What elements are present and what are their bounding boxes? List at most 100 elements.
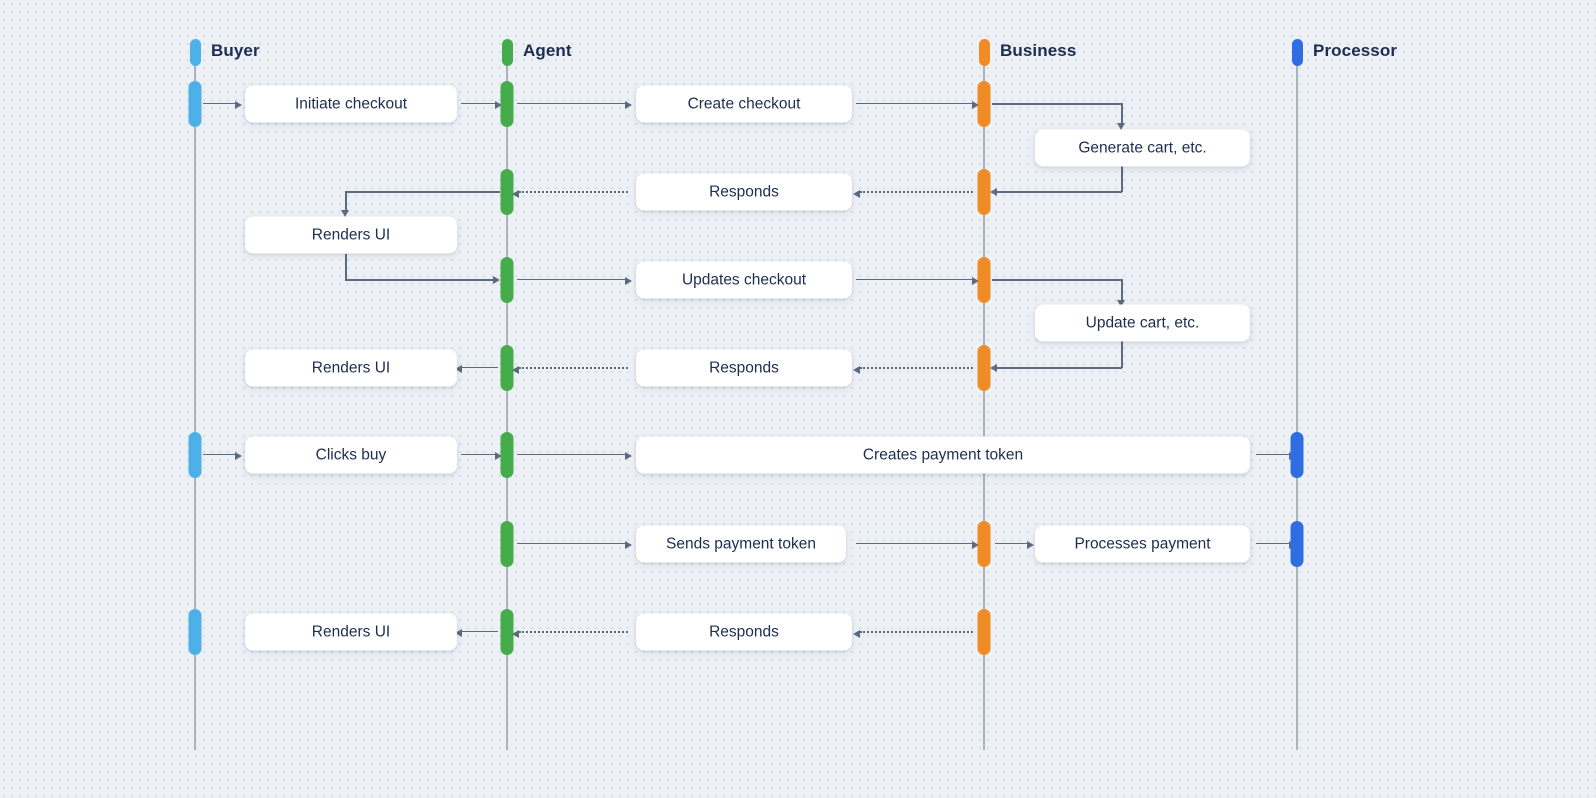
elbow-horizontal-line bbox=[345, 279, 493, 281]
message-renders-ui-3: Renders UI bbox=[245, 613, 457, 651]
arrowhead-down-icon bbox=[341, 210, 349, 217]
activation-agent-row3 bbox=[500, 257, 514, 303]
arrow-responds3-to-agent bbox=[512, 630, 628, 638]
arrowhead-right-icon bbox=[235, 452, 242, 460]
arrow-buyer-to-initiate-checkout bbox=[203, 101, 242, 109]
activation-business-row4 bbox=[977, 345, 991, 391]
activation-buyer-row7 bbox=[188, 609, 202, 655]
arrowhead-down-icon bbox=[1117, 300, 1125, 307]
activation-buyer-row5 bbox=[188, 432, 202, 478]
arrowhead-left-icon bbox=[990, 188, 997, 196]
arrow-creates-token-to-processor bbox=[1256, 452, 1296, 460]
arrow-initiate-checkout-to-agent bbox=[461, 101, 502, 109]
message-creates-payment-token: Creates payment token bbox=[636, 436, 1250, 474]
arrowhead-left-icon bbox=[512, 630, 519, 638]
message-generate-cart: Generate cart, etc. bbox=[1035, 129, 1250, 167]
arrow-agent-to-creates-token bbox=[517, 452, 632, 460]
arrowhead-right-icon bbox=[972, 541, 979, 549]
elbow-horizontal-line bbox=[992, 279, 1123, 281]
arrowhead-right-icon bbox=[625, 452, 632, 460]
arrow-agent-to-updates-checkout bbox=[517, 277, 632, 285]
message-clicks-buy: Clicks buy bbox=[245, 436, 457, 474]
activation-processor-row5 bbox=[1290, 432, 1304, 478]
arrowhead-left-icon bbox=[990, 364, 997, 372]
lifeline-business bbox=[983, 52, 985, 750]
arrow-processes-payment-to-processor bbox=[1256, 541, 1296, 549]
arrow-buyer-to-clicks-buy bbox=[203, 452, 242, 460]
arrowhead-left-icon bbox=[455, 629, 462, 637]
activation-business-row7 bbox=[977, 609, 991, 655]
message-responds-1: Responds bbox=[636, 173, 852, 211]
arrow-agent-to-sends-token bbox=[517, 541, 632, 549]
arrowhead-right-icon bbox=[235, 101, 242, 109]
arrow-agent-to-renders-ui-2 bbox=[455, 365, 498, 373]
activation-agent-row5 bbox=[500, 432, 514, 478]
arrowhead-down-icon bbox=[1117, 123, 1125, 130]
arrowhead-left-icon bbox=[512, 366, 519, 374]
elbow-vertical-line bbox=[1121, 166, 1123, 192]
activation-processor-row6 bbox=[1290, 521, 1304, 567]
elbow-horizontal-line bbox=[345, 191, 500, 193]
arrow-agent-to-create-checkout bbox=[517, 101, 632, 109]
lifeline-agent bbox=[506, 52, 508, 750]
arrow-business-responds-to-box bbox=[853, 190, 973, 198]
activation-agent-row1 bbox=[500, 81, 514, 127]
activation-business-row2 bbox=[977, 169, 991, 215]
arrowhead-right-icon bbox=[493, 276, 500, 284]
arrow-business-responds3-to-box bbox=[853, 630, 973, 638]
elbow-vertical-line bbox=[1121, 103, 1123, 124]
arrow-updates-checkout-to-business bbox=[856, 277, 979, 285]
arrowhead-left-icon bbox=[853, 630, 860, 638]
arrowhead-right-icon bbox=[625, 277, 632, 285]
lifeline-processor bbox=[1296, 52, 1298, 750]
activation-business-row1 bbox=[977, 81, 991, 127]
arrow-business-to-processes-payment bbox=[995, 541, 1034, 549]
arrow-responds2-to-agent bbox=[512, 366, 628, 374]
activation-business-row6 bbox=[977, 521, 991, 567]
actor-pill-business bbox=[979, 39, 990, 66]
actor-label-business: Business bbox=[1000, 41, 1077, 61]
actor-pill-agent bbox=[502, 39, 513, 66]
elbow-vertical-line bbox=[1121, 341, 1123, 368]
arrow-sends-token-to-business bbox=[856, 541, 979, 549]
message-responds-2: Responds bbox=[636, 349, 852, 387]
arrowhead-left-icon bbox=[455, 365, 462, 373]
activation-agent-row6 bbox=[500, 521, 514, 567]
arrowhead-right-icon bbox=[972, 277, 979, 285]
message-responds-3: Responds bbox=[636, 613, 852, 651]
message-sends-payment-token: Sends payment token bbox=[636, 525, 846, 563]
message-processes-payment: Processes payment bbox=[1035, 525, 1250, 563]
arrowhead-right-icon bbox=[972, 101, 979, 109]
arrow-agent-to-renders-ui-3 bbox=[455, 629, 498, 637]
arrowhead-right-icon bbox=[1027, 541, 1034, 549]
arrow-responds-to-agent bbox=[512, 190, 628, 198]
arrow-create-checkout-to-business bbox=[856, 101, 979, 109]
elbow-vertical-line bbox=[345, 254, 347, 280]
message-update-cart: Update cart, etc. bbox=[1035, 304, 1250, 342]
elbow-horizontal-line bbox=[992, 103, 1123, 105]
activation-agent-row7 bbox=[500, 609, 514, 655]
activation-business-row3 bbox=[977, 257, 991, 303]
actor-pill-buyer bbox=[190, 39, 201, 66]
activation-buyer-row1 bbox=[188, 81, 202, 127]
message-renders-ui-1: Renders UI bbox=[245, 216, 457, 254]
arrow-business-responds2-to-box bbox=[853, 366, 973, 374]
actor-label-buyer: Buyer bbox=[211, 41, 260, 61]
message-updates-checkout: Updates checkout bbox=[636, 261, 852, 299]
elbow-horizontal-line bbox=[997, 191, 1122, 193]
message-initiate-checkout: Initiate checkout bbox=[245, 85, 457, 123]
arrowhead-left-icon bbox=[512, 190, 519, 198]
arrowhead-right-icon bbox=[495, 452, 502, 460]
arrowhead-left-icon bbox=[853, 190, 860, 198]
actor-label-agent: Agent bbox=[523, 41, 572, 61]
arrowhead-right-icon bbox=[495, 101, 502, 109]
lifeline-buyer bbox=[194, 52, 196, 750]
actor-pill-processor bbox=[1292, 39, 1303, 66]
elbow-horizontal-line bbox=[997, 367, 1122, 369]
arrowhead-right-icon bbox=[625, 101, 632, 109]
activation-agent-row2 bbox=[500, 169, 514, 215]
message-renders-ui-2: Renders UI bbox=[245, 349, 457, 387]
actor-label-processor: Processor bbox=[1313, 41, 1398, 61]
arrowhead-right-icon bbox=[625, 541, 632, 549]
